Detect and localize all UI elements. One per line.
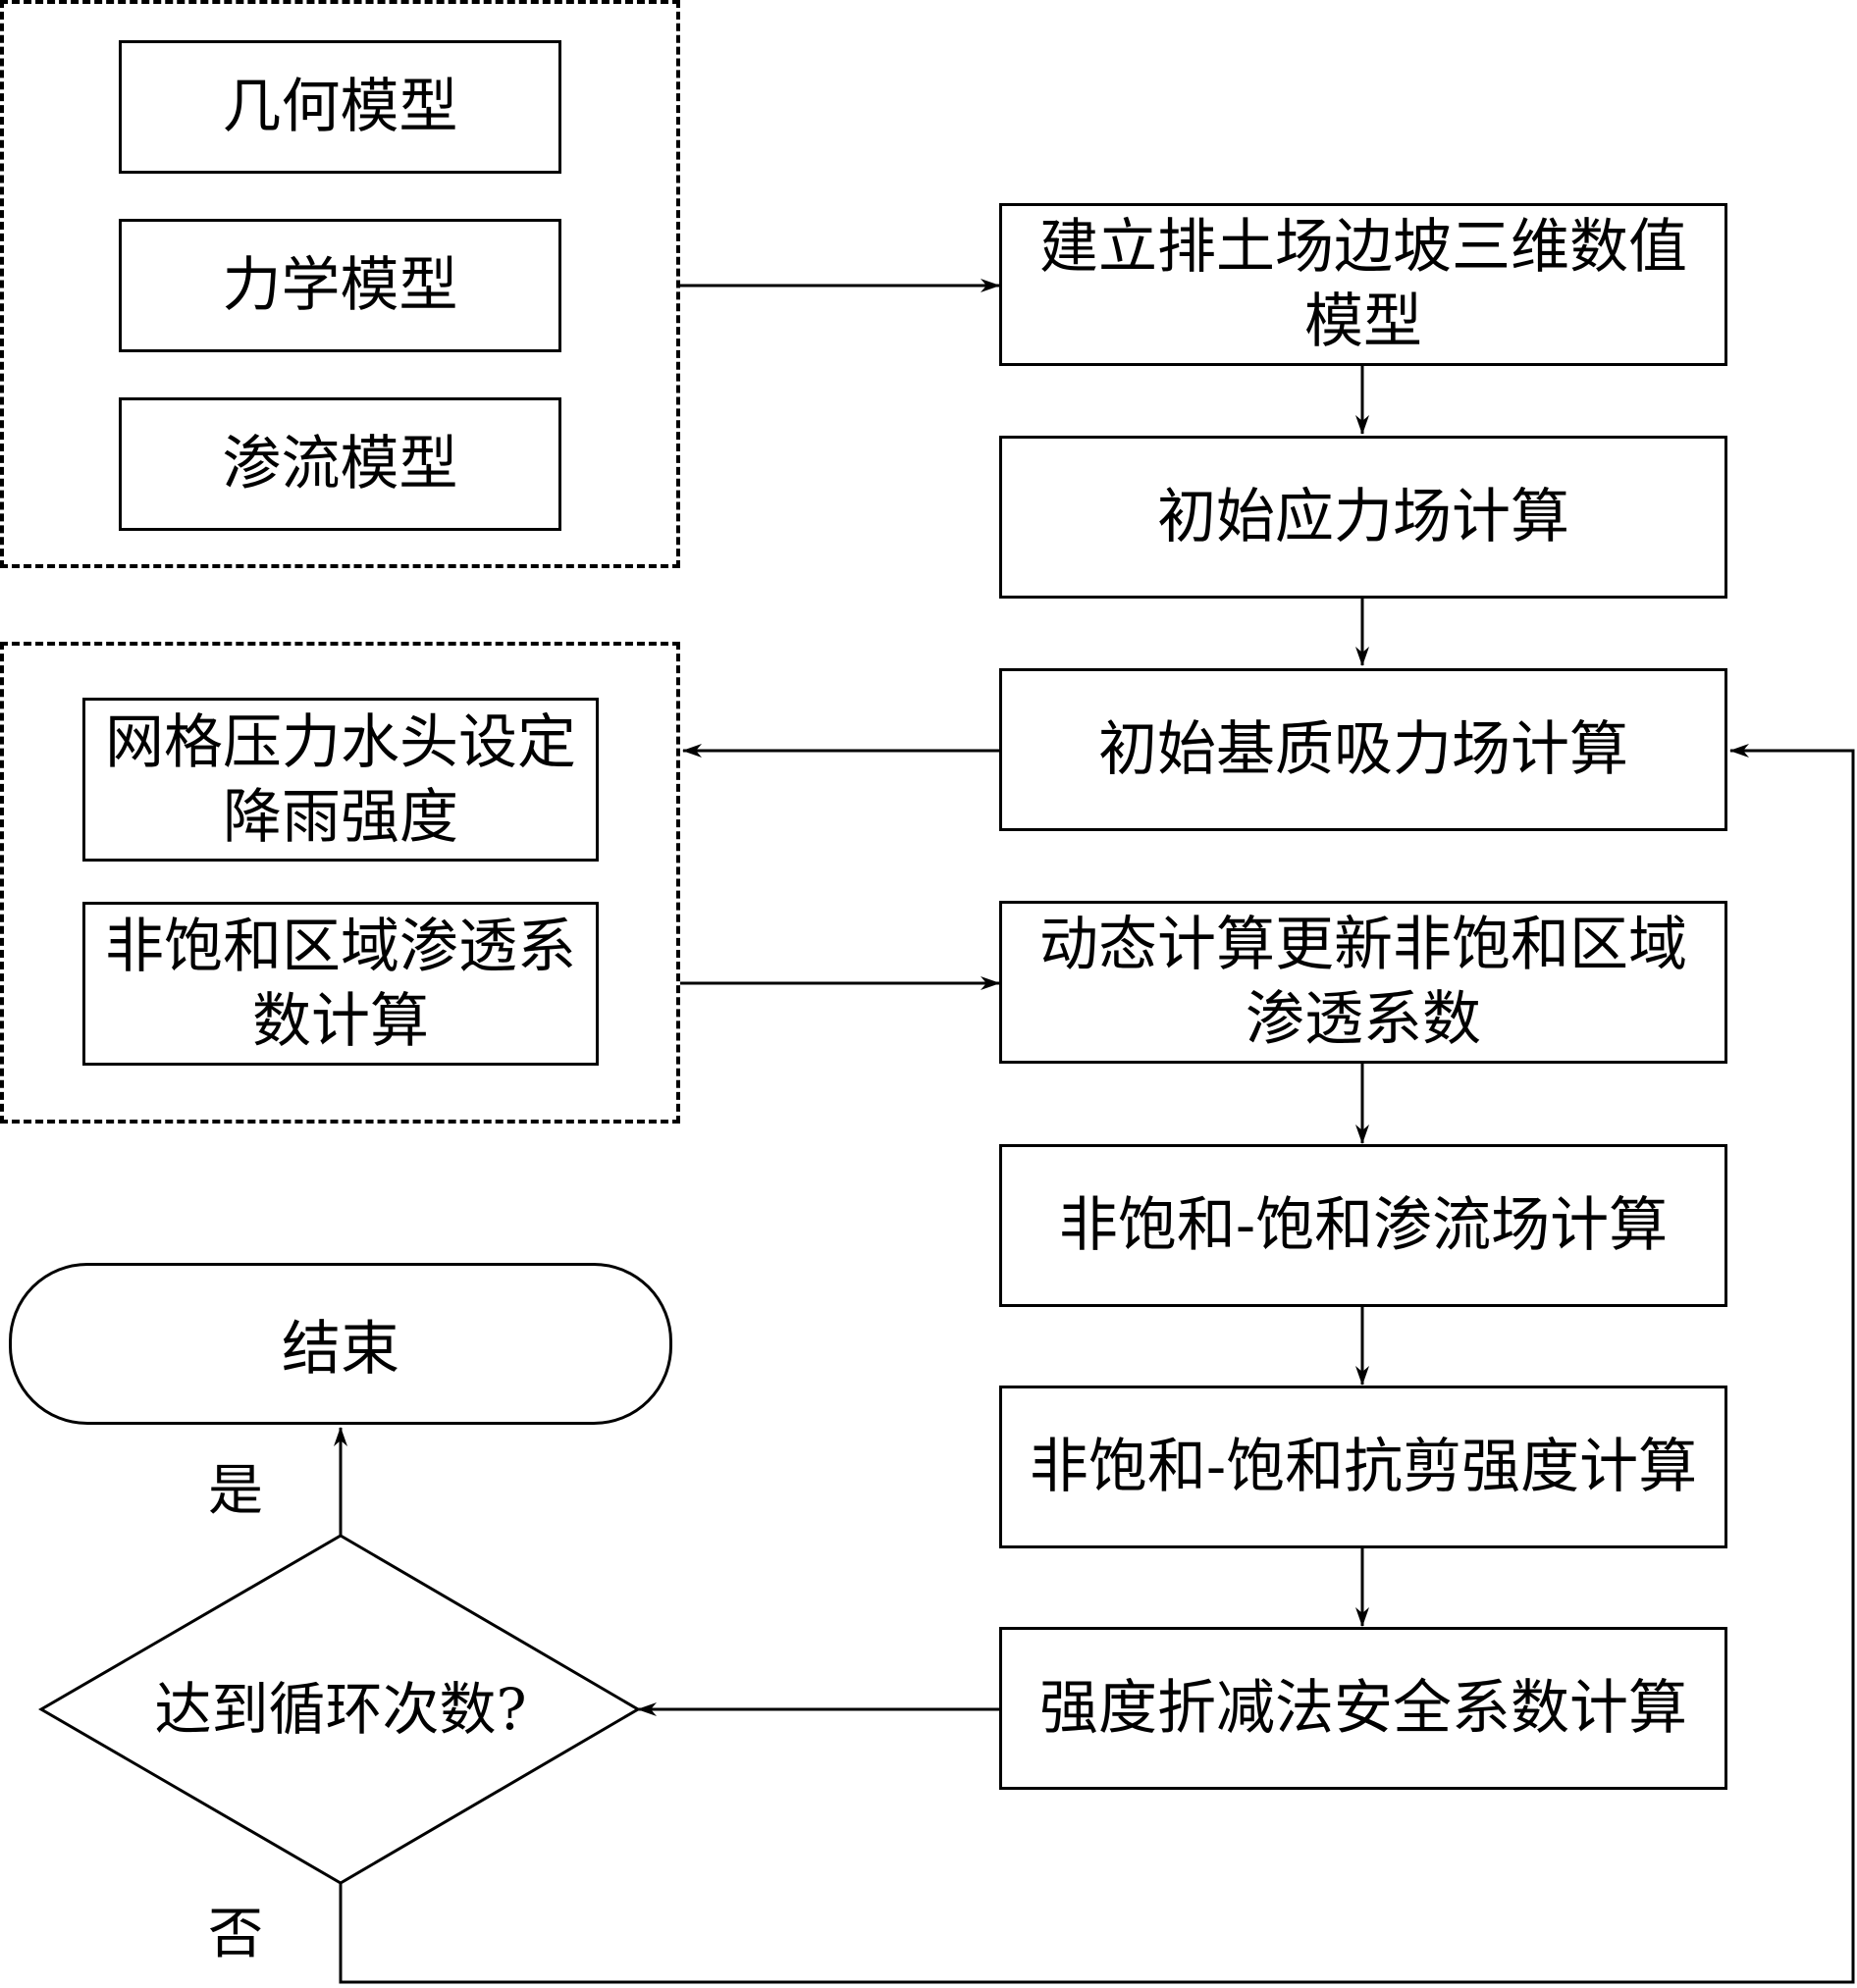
geometry-model-label: 几何模型: [222, 73, 458, 141]
arrow-decision-loop-to-step3: [339, 744, 1855, 1984]
model-group: [0, 0, 680, 568]
step-update-permeability-line2: 渗透系数: [1246, 985, 1481, 1054]
step-initial-suction: 初始基质吸力场计算: [999, 668, 1727, 831]
step-safety-factor: 强度折减法安全系数计算: [999, 1627, 1727, 1790]
step-initial-suction-label: 初始基质吸力场计算: [1098, 715, 1628, 784]
yes-label: 是: [208, 1459, 263, 1523]
unsaturated-permeability-label-line2: 数计算: [252, 986, 429, 1056]
step-initial-stress-label: 初始应力场计算: [1157, 483, 1569, 551]
seepage-model-label: 渗流模型: [222, 430, 458, 498]
end-label: 结束: [282, 1315, 399, 1384]
step-shear-strength-label: 非饱和-饱和抗剪强度计算: [1029, 1433, 1698, 1501]
geometry-model-box: 几何模型: [119, 40, 561, 174]
step-build-model-line2: 模型: [1304, 288, 1422, 356]
parameter-group: [0, 642, 680, 1124]
seepage-model-box: 渗流模型: [119, 397, 561, 531]
step-initial-stress: 初始应力场计算: [999, 436, 1727, 599]
decision-label: 达到循环次数?: [154, 1676, 527, 1743]
rainfall-intensity-label: 降雨强度: [223, 782, 458, 852]
unsaturated-permeability-box: 非饱和区域渗透系 数计算: [82, 902, 599, 1066]
step-update-permeability: 动态计算更新非饱和区域 渗透系数: [999, 901, 1727, 1064]
no-label: 否: [208, 1903, 263, 1966]
mechanics-model-box: 力学模型: [119, 219, 561, 352]
step-build-model-line1: 建立排土场边坡三维数值: [1039, 213, 1687, 282]
step-seepage-field-label: 非饱和-饱和渗流场计算: [1058, 1191, 1669, 1260]
step-safety-factor-label: 强度折减法安全系数计算: [1039, 1674, 1687, 1743]
pressure-head-label: 网格压力水头设定: [105, 707, 576, 777]
decision-diamond: [38, 1534, 641, 1885]
mechanics-model-label: 力学模型: [222, 251, 458, 320]
unsaturated-permeability-label-line1: 非饱和区域渗透系: [105, 912, 576, 981]
pressure-head-rainfall-box: 网格压力水头设定 降雨强度: [82, 698, 599, 862]
step-seepage-field: 非饱和-饱和渗流场计算: [999, 1144, 1727, 1307]
step-shear-strength: 非饱和-饱和抗剪强度计算: [999, 1386, 1727, 1548]
step-update-permeability-line1: 动态计算更新非饱和区域: [1039, 911, 1687, 979]
step-build-model: 建立排土场边坡三维数值 模型: [999, 203, 1727, 366]
end-terminal: 结束: [9, 1263, 672, 1425]
